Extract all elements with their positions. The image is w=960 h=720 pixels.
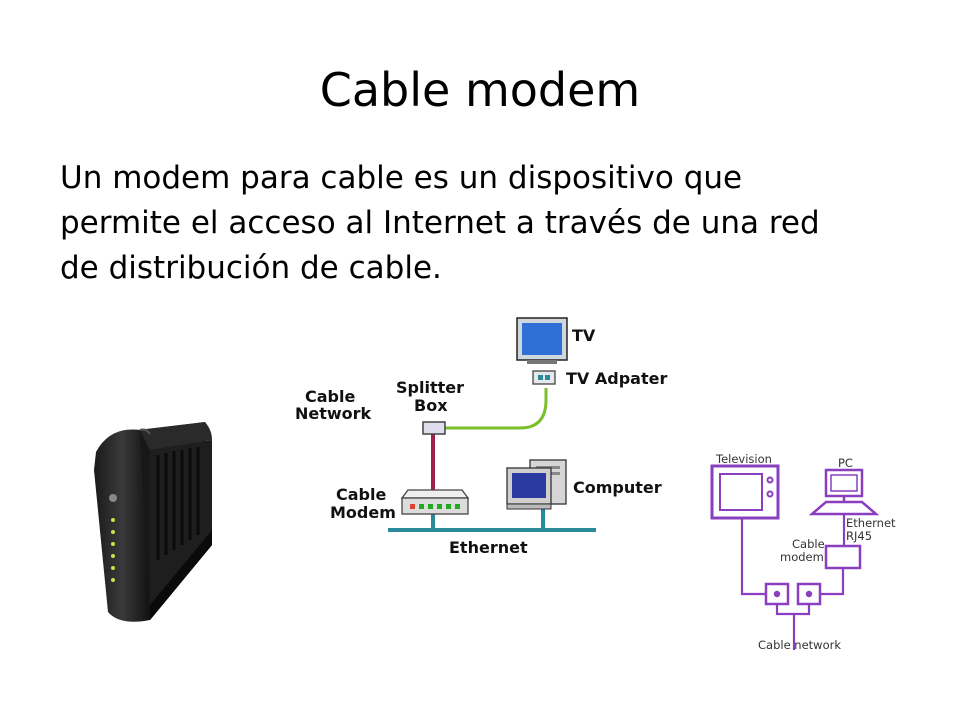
label-cable-network: Cable network [758, 638, 841, 652]
label-ethernet: Ethernet [449, 538, 528, 557]
label-pc: PC [838, 456, 853, 470]
label-ethernet-2: RJ45 [846, 529, 872, 543]
body-line-2: permite el acceso al Internet a través d… [60, 205, 820, 241]
network-diagram: TV TV Adpater Cable Network Splitter Box… [288, 317, 667, 557]
body-line-1: Un modem para cable es un dispositivo qu… [60, 160, 743, 196]
schematic-splitters [764, 582, 822, 606]
label-cable-network-1: Cable [305, 387, 355, 406]
label-schematic-modem-1: Cable [792, 537, 825, 551]
splitter-box-icon [422, 421, 446, 435]
tv-icon [516, 317, 568, 364]
schematic-labels: Television PC Ethernet RJ45 Cable modem … [715, 452, 896, 652]
slide-title: Cable modem [319, 63, 641, 117]
label-ethernet-1: Ethernet [846, 516, 896, 530]
pc-icon [808, 468, 880, 516]
schematic-modem-icon [824, 544, 862, 570]
label-cable-network-2: Network [295, 404, 372, 423]
modem-box-icon [400, 489, 470, 515]
cable-modem-photo [94, 422, 212, 622]
label-splitter-1: Splitter [396, 378, 464, 397]
label-schematic-modem-2: modem [780, 550, 824, 564]
slide-body-text: Un modem para cable es un dispositivo qu… [60, 156, 920, 291]
modem-status-leds [111, 518, 115, 582]
computer-icon [506, 459, 567, 510]
label-television: Television [715, 452, 772, 466]
ethernet-line [388, 508, 596, 532]
label-cable-modem-1: Cable [336, 485, 386, 504]
label-cable-modem-2: Modem [330, 503, 396, 522]
label-computer: Computer [573, 478, 662, 497]
schematic-diagram [710, 464, 880, 650]
schematic-wires [740, 514, 846, 650]
label-tv: TV [572, 326, 596, 345]
label-splitter-2: Box [414, 396, 448, 415]
body-line-3: de distribución de cable. [60, 250, 442, 286]
tv-link-line [445, 388, 548, 430]
television-icon [710, 464, 780, 520]
label-tv-adapter: TV Adpater [566, 369, 667, 388]
tv-adapter-icon [532, 370, 556, 385]
